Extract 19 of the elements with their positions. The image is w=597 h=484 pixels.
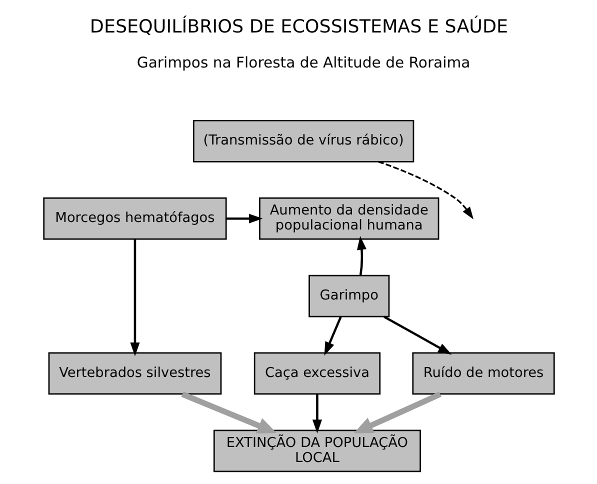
node-box: EXTINÇÃO DA POPULAÇÃO LOCAL: [212, 429, 420, 472]
node-box: Morcegos hematófagos: [42, 196, 226, 240]
label: Garimpos na Floresta de Altitude de Roraima: [136, 54, 470, 72]
node-box: (Transmissão de vírus rábico): [192, 119, 414, 162]
arrow: [312, 394, 322, 433]
diagram-title: DESEQUILÍBRIOS DE ECOSSISTEMAS E SAÚDE: [89, 16, 508, 38]
node-box: Caça excessiva: [253, 352, 380, 394]
arrow: [226, 213, 262, 223]
node-box: Ruído de motores: [412, 352, 554, 394]
arrow: [353, 391, 441, 433]
arrow: [180, 391, 276, 433]
arrow: [130, 238, 140, 356]
arrow: [356, 236, 366, 275]
arrow: [324, 316, 342, 356]
arrow: [383, 315, 452, 354]
node-box: Vertebrados silvestres: [48, 352, 222, 394]
node-box: Aumento da densidade populacional humana: [258, 196, 439, 240]
arrow: [378, 160, 474, 219]
node-box: Garimpo: [308, 274, 390, 317]
